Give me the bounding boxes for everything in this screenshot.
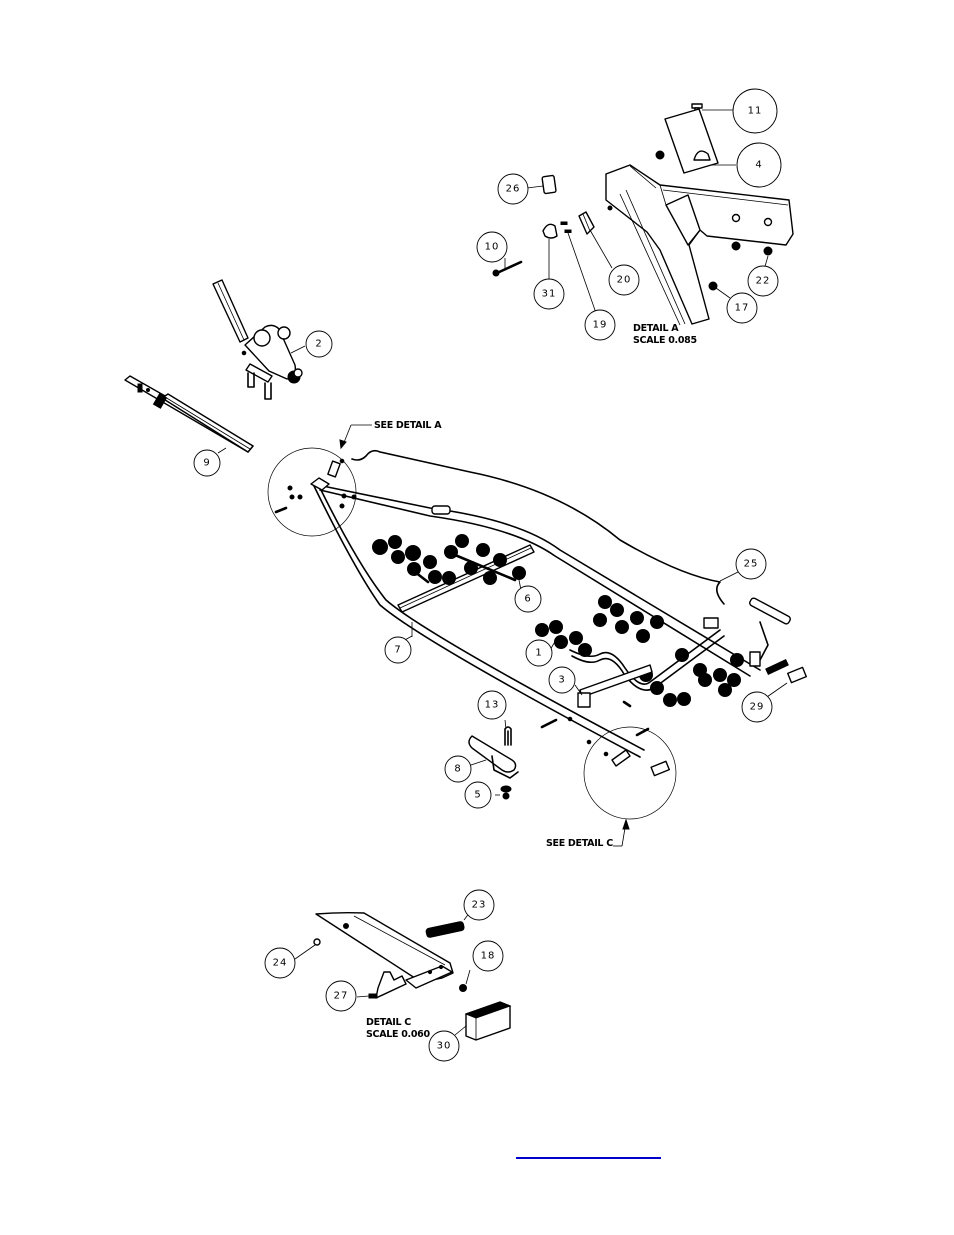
balloon-22: 22 xyxy=(747,265,779,297)
svg-text:18: 18 xyxy=(481,951,496,962)
detail-a-circle xyxy=(267,447,357,537)
balloons: 11 4 26 10 31 19 20 22 17 2 9 25 6 7 1 3… xyxy=(193,88,782,1062)
part-bolt-10 xyxy=(492,260,523,277)
balloon-17: 17 xyxy=(726,292,758,324)
svg-text:5: 5 xyxy=(474,790,481,801)
part-tongue-9 xyxy=(124,375,254,453)
see-detail-a-callout: SEE DETAIL A xyxy=(339,420,442,450)
svg-text:25: 25 xyxy=(744,559,759,570)
svg-text:7: 7 xyxy=(394,645,401,656)
balloon-1: 1 xyxy=(525,639,553,667)
part-plate-4 xyxy=(664,108,719,174)
part-axle-3 xyxy=(569,617,725,708)
main-frame xyxy=(267,447,807,820)
svg-text:22: 22 xyxy=(756,276,771,287)
svg-text:17: 17 xyxy=(735,303,750,314)
balloon-11: 11 xyxy=(732,88,778,134)
svg-text:3: 3 xyxy=(558,675,565,686)
balloon-23: 23 xyxy=(463,889,495,921)
svg-text:9: 9 xyxy=(203,458,210,469)
svg-text:23: 23 xyxy=(472,900,487,911)
leader-lines-detail-a xyxy=(504,109,769,314)
svg-text:11: 11 xyxy=(748,106,763,117)
detail-c: DETAIL C SCALE 0.060 xyxy=(313,911,512,1041)
detail-a: DETAIL A SCALE 0.085 xyxy=(492,103,794,346)
balloon-30: 30 xyxy=(428,1030,460,1062)
detail-a-label: DETAIL A xyxy=(633,323,679,334)
part-pin-19 xyxy=(560,221,568,225)
part-block-30 xyxy=(464,1001,512,1041)
part-bolts-13 xyxy=(504,726,512,746)
balloon-29: 29 xyxy=(741,691,773,723)
svg-text:2: 2 xyxy=(315,339,322,350)
svg-text:10: 10 xyxy=(485,242,500,253)
part-bracket-27 xyxy=(315,911,454,999)
detail-a-scale: SCALE 0.085 xyxy=(633,335,697,346)
svg-text:26: 26 xyxy=(506,184,521,195)
svg-text:6: 6 xyxy=(524,594,531,605)
part-nut-18 xyxy=(459,984,467,992)
part-washer-24 xyxy=(313,938,321,946)
balloon-9: 9 xyxy=(193,449,221,477)
part-wedge-31 xyxy=(542,223,558,239)
svg-text:30: 30 xyxy=(437,1041,452,1052)
balloon-27: 27 xyxy=(325,980,357,1012)
see-detail-c-callout: SEE DETAIL C xyxy=(546,818,630,849)
part-roller-set-6 xyxy=(372,534,526,585)
balloon-25: 25 xyxy=(735,548,767,580)
see-detail-c-text: SEE DETAIL C xyxy=(546,838,613,849)
part-gasket-26 xyxy=(541,174,557,195)
part-winch-2 xyxy=(212,279,303,400)
part-winch-stand-bracket xyxy=(605,164,794,326)
svg-text:4: 4 xyxy=(755,160,762,171)
part-strap-25 xyxy=(351,449,725,605)
svg-text:20: 20 xyxy=(617,275,632,286)
balloon-6: 6 xyxy=(514,585,542,613)
svg-text:31: 31 xyxy=(542,289,557,300)
balloon-7: 7 xyxy=(384,636,412,664)
svg-text:1: 1 xyxy=(535,648,542,659)
balloon-20: 20 xyxy=(608,264,640,296)
part-bumper-29 xyxy=(787,666,807,684)
detail-c-circle xyxy=(583,726,677,820)
balloon-2: 2 xyxy=(305,330,333,358)
balloon-13: 13 xyxy=(477,690,507,720)
balloon-18: 18 xyxy=(472,940,504,972)
part-rear-step xyxy=(749,597,791,676)
part-hardware-5 xyxy=(500,785,512,800)
svg-text:29: 29 xyxy=(750,702,765,713)
detail-c-scale: SCALE 0.060 xyxy=(366,1029,430,1040)
svg-text:19: 19 xyxy=(593,320,608,331)
balloon-31: 31 xyxy=(533,278,565,310)
svg-text:24: 24 xyxy=(273,958,288,969)
balloon-19: 19 xyxy=(584,309,616,341)
svg-text:27: 27 xyxy=(334,991,349,1002)
balloon-24: 24 xyxy=(264,947,296,979)
balloon-3: 3 xyxy=(548,666,576,694)
balloon-8: 8 xyxy=(444,755,472,783)
detail-c-label: DETAIL C xyxy=(366,1017,411,1028)
balloon-4: 4 xyxy=(736,142,782,188)
svg-text:13: 13 xyxy=(485,700,500,711)
balloon-10: 10 xyxy=(476,231,508,263)
balloon-26: 26 xyxy=(497,173,529,205)
part-pad-23 xyxy=(425,921,465,938)
balloon-5: 5 xyxy=(464,781,492,809)
hyperlink[interactable] xyxy=(516,1157,661,1159)
svg-text:8: 8 xyxy=(454,764,461,775)
leader-lines xyxy=(217,345,788,1036)
see-detail-a-text: SEE DETAIL A xyxy=(374,420,442,431)
part-guide-8 xyxy=(468,735,519,779)
